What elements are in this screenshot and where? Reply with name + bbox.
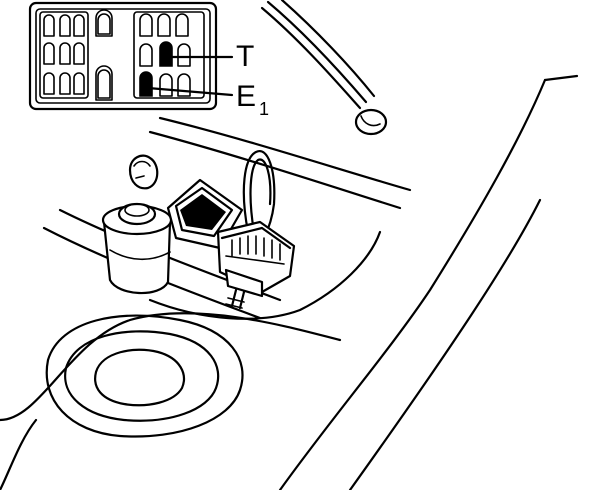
label-e-subscript: 1: [259, 99, 269, 119]
connector-pinout-inset: [28, 1, 234, 111]
middle-cavities: [95, 9, 113, 101]
left-cavity-block: [39, 11, 89, 99]
label-t: T: [236, 40, 254, 73]
label-e: E: [236, 80, 256, 113]
check-connector-jumper: [216, 150, 296, 310]
terminal-t-pin: [159, 41, 173, 67]
small-grommet: [128, 154, 159, 190]
jumper-wire: [242, 150, 276, 240]
right-cavity-block: [133, 11, 205, 99]
reservoir-cylinder: [101, 202, 173, 295]
rod-end-knob: [354, 108, 388, 136]
terminal-e1-pin: [139, 71, 153, 97]
leader-line-e1: [146, 86, 234, 97]
